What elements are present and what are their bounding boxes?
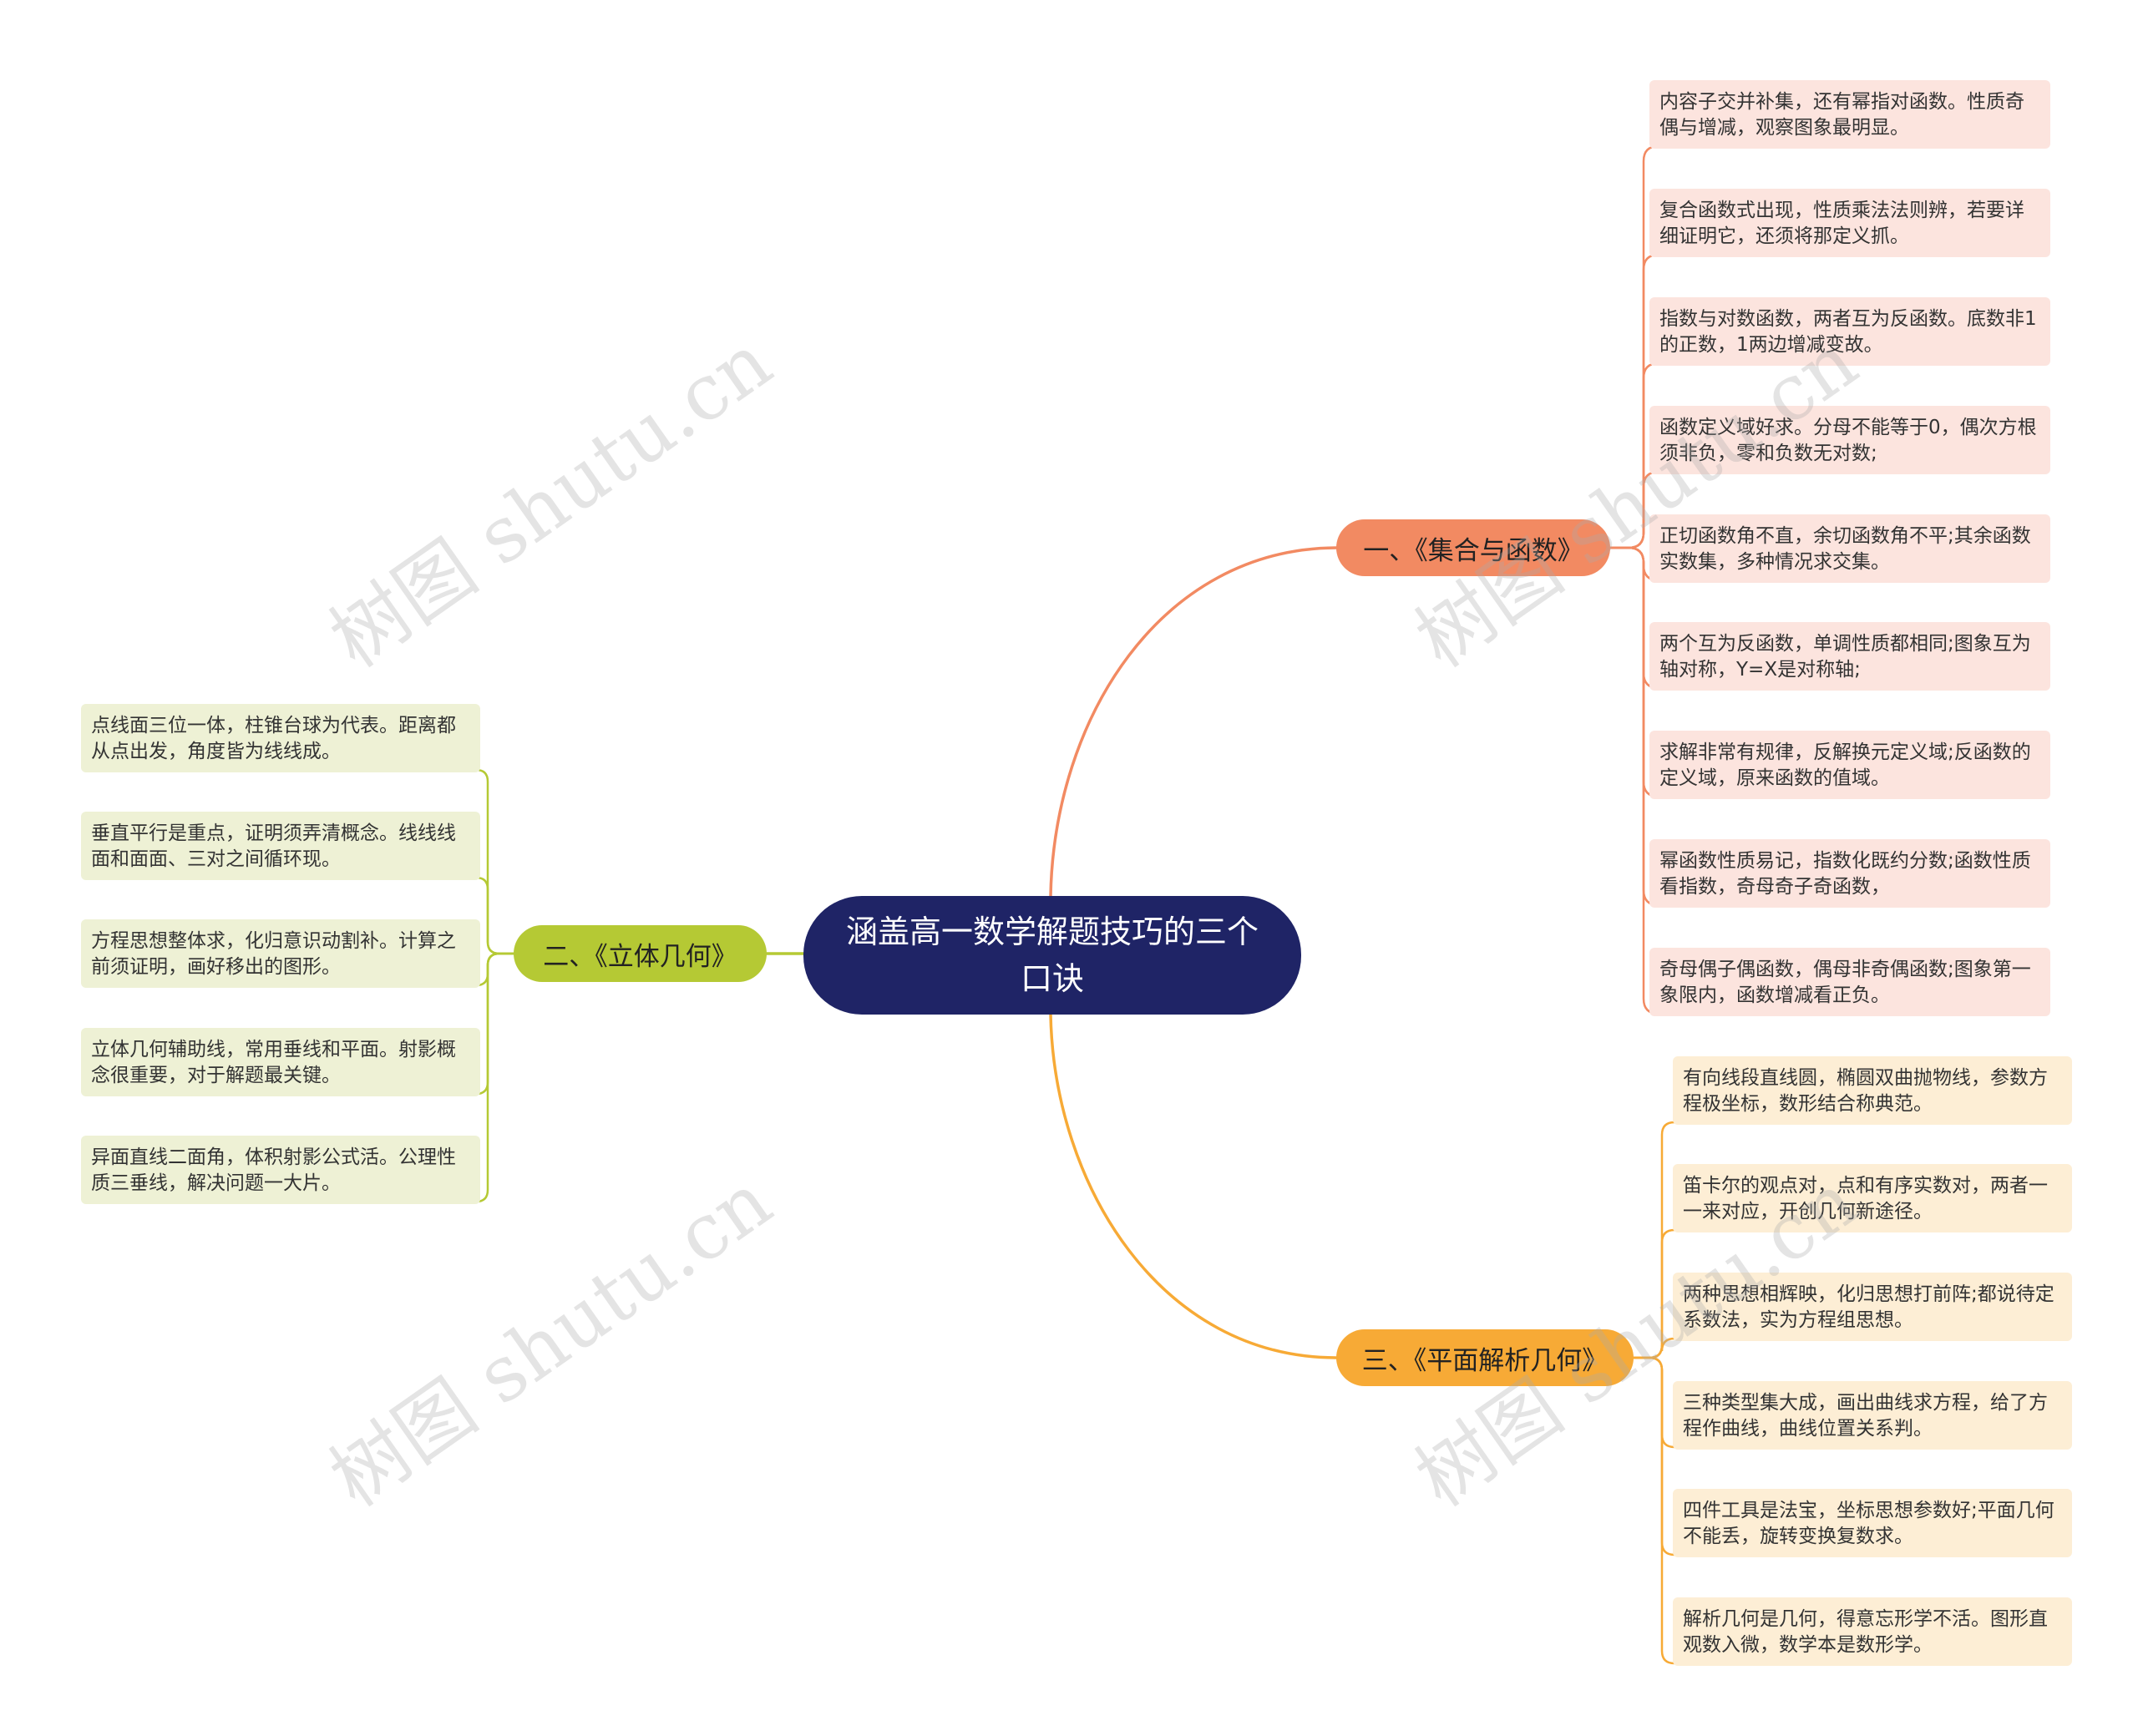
- leaf-text: 求解非常有规律，反解换元定义域;反函数的定义域，原来函数的值域。: [1659, 741, 2031, 789]
- leaf-text: 两种思想相辉映，化归思想打前阵;都说待定系数法，实为方程组思想。: [1683, 1283, 2054, 1331]
- leaf-solid-geometry-1[interactable]: 点线面三位一体，柱锥台球为代表。距离都从点出发，角度皆为线线成。: [81, 704, 480, 772]
- leaf-functions-8[interactable]: 幂函数性质易记，指数化既约分数;函数性质看指数，奇母奇子奇函数，: [1649, 839, 2050, 908]
- leaf-functions-6[interactable]: 两个互为反函数，单调性质都相同;图象互为轴对称，Y=X是对称轴;: [1649, 622, 2050, 691]
- leaf-text: 解析几何是几何，得意忘形学不活。图形直观数入微，数学本是数形学。: [1683, 1608, 2048, 1656]
- leaf-solid-geometry-3[interactable]: 方程思想整体求，化归意识动割补。计算之前须证明，画好移出的图形。: [81, 919, 480, 988]
- central-topic[interactable]: 涵盖高一数学解题技巧的三个口诀: [803, 896, 1301, 1015]
- leaf-text: 立体几何辅助线，常用垂线和平面。射影概念很重要，对于解题最关键。: [91, 1039, 456, 1086]
- leaf-text: 三种类型集大成，画出曲线求方程，给了方程作曲线，曲线位置关系判。: [1683, 1392, 2048, 1440]
- central-topic-label: 涵盖高一数学解题技巧的三个口诀: [845, 914, 1259, 997]
- leaf-solid-geometry-4[interactable]: 立体几何辅助线，常用垂线和平面。射影概念很重要，对于解题最关键。: [81, 1028, 480, 1096]
- branch-label: 三、《平面解析几何》: [1361, 1345, 1609, 1376]
- leaf-text: 幂函数性质易记，指数化既约分数;函数性质看指数，奇母奇子奇函数，: [1659, 850, 2031, 898]
- leaf-text: 异面直线二面角，体积射影公式活。公理性质三垂线，解决问题一大片。: [91, 1146, 456, 1194]
- leaf-analytic-geometry-5[interactable]: 四件工具是法宝，坐标思想参数好;平面几何不能丢，旋转变换复数求。: [1673, 1489, 2072, 1557]
- leaf-text: 笛卡尔的观点对，点和有序实数对，两者一一来对应，开创几何新途径。: [1683, 1175, 2048, 1222]
- leaf-functions-5[interactable]: 正切函数角不直，余切函数角不平;其余函数实数集，多种情况求交集。: [1649, 514, 2050, 583]
- leaf-analytic-geometry-1[interactable]: 有向线段直线圆，椭圆双曲抛物线，参数方程极坐标，数形结合称典范。: [1673, 1056, 2072, 1125]
- link-branch-2-leaf-5: [468, 952, 515, 1203]
- leaf-text: 四件工具是法宝，坐标思想参数好;平面几何不能丢，旋转变换复数求。: [1683, 1500, 2054, 1547]
- leaf-solid-geometry-2[interactable]: 垂直平行是重点，证明须弄清概念。线线线面和面面、三对之间循环现。: [81, 812, 480, 880]
- link-root-branch-1: [1049, 546, 1338, 898]
- branch-label: 一、《集合与函数》: [1363, 535, 1583, 566]
- leaf-functions-2[interactable]: 复合函数式出现，性质乘法法则辨，若要详细证明它，还须将那定义抓。: [1649, 189, 2050, 257]
- leaf-text: 有向线段直线圆，椭圆双曲抛物线，参数方程极坐标，数形结合称典范。: [1683, 1067, 2048, 1115]
- branch-sets-and-functions[interactable]: 一、《集合与函数》: [1336, 519, 1610, 576]
- leaf-functions-7[interactable]: 求解非常有规律，反解换元定义域;反函数的定义域，原来函数的值域。: [1649, 731, 2050, 799]
- leaf-text: 正切函数角不直，余切函数角不平;其余函数实数集，多种情况求交集。: [1659, 525, 2031, 573]
- branch-solid-geometry[interactable]: 二、《立体几何》: [514, 925, 767, 982]
- leaf-analytic-geometry-6[interactable]: 解析几何是几何，得意忘形学不活。图形直观数入微，数学本是数形学。: [1673, 1597, 2072, 1666]
- leaf-text: 奇母偶子偶函数，偶母非奇偶函数;图象第一象限内，函数增减看正负。: [1659, 959, 2031, 1006]
- leaf-solid-geometry-5[interactable]: 异面直线二面角，体积射影公式活。公理性质三垂线，解决问题一大片。: [81, 1136, 480, 1204]
- leaf-text: 垂直平行是重点，证明须弄清概念。线线线面和面面、三对之间循环现。: [91, 822, 456, 870]
- leaf-functions-3[interactable]: 指数与对数函数，两者互为反函数。底数非1的正数，1两边增减变故。: [1649, 297, 2050, 366]
- leaf-text: 点线面三位一体，柱锥台球为代表。距离都从点出发，角度皆为线线成。: [91, 715, 456, 762]
- leaf-text: 函数定义域好求。分母不能等于0，偶次方根须非负，零和负数无对数;: [1659, 417, 2037, 464]
- leaf-text: 内容子交并补集，还有幂指对函数。性质奇偶与增减，观察图象最明显。: [1659, 91, 2024, 139]
- link-branch-3-leaf-3: [1632, 1337, 1682, 1359]
- leaf-functions-1[interactable]: 内容子交并补集，还有幂指对函数。性质奇偶与增减，观察图象最明显。: [1649, 80, 2050, 149]
- link-branch-2-leaf-2: [468, 876, 515, 955]
- leaf-text: 两个互为反函数，单调性质都相同;图象互为轴对称，Y=X是对称轴;: [1659, 633, 2031, 681]
- branch-label: 二、《立体几何》: [543, 941, 737, 972]
- leaf-analytic-geometry-3[interactable]: 两种思想相辉映，化归思想打前阵;都说待定系数法，实为方程组思想。: [1673, 1273, 2072, 1341]
- branch-analytic-geometry[interactable]: 三、《平面解析几何》: [1336, 1329, 1634, 1386]
- leaf-functions-9[interactable]: 奇母偶子偶函数，偶母非奇偶函数;图象第一象限内，函数增减看正负。: [1649, 948, 2050, 1016]
- leaf-analytic-geometry-4[interactable]: 三种类型集大成，画出曲线求方程，给了方程作曲线，曲线位置关系判。: [1673, 1381, 2072, 1450]
- leaf-analytic-geometry-2[interactable]: 笛卡尔的观点对，点和有序实数对，两者一一来对应，开创几何新途径。: [1673, 1164, 2072, 1232]
- link-root-branch-3: [1049, 1013, 1338, 1359]
- leaf-functions-4[interactable]: 函数定义域好求。分母不能等于0，偶次方根须非负，零和负数无对数;: [1649, 406, 2050, 474]
- link-branch-3-leaf-6: [1632, 1356, 1682, 1665]
- leaf-text: 指数与对数函数，两者互为反函数。底数非1的正数，1两边增减变故。: [1659, 308, 2037, 356]
- leaf-text: 方程思想整体求，化归意识动割补。计算之前须证明，画好移出的图形。: [91, 930, 456, 978]
- leaf-text: 复合函数式出现，性质乘法法则辨，若要详细证明它，还须将那定义抓。: [1659, 200, 2024, 247]
